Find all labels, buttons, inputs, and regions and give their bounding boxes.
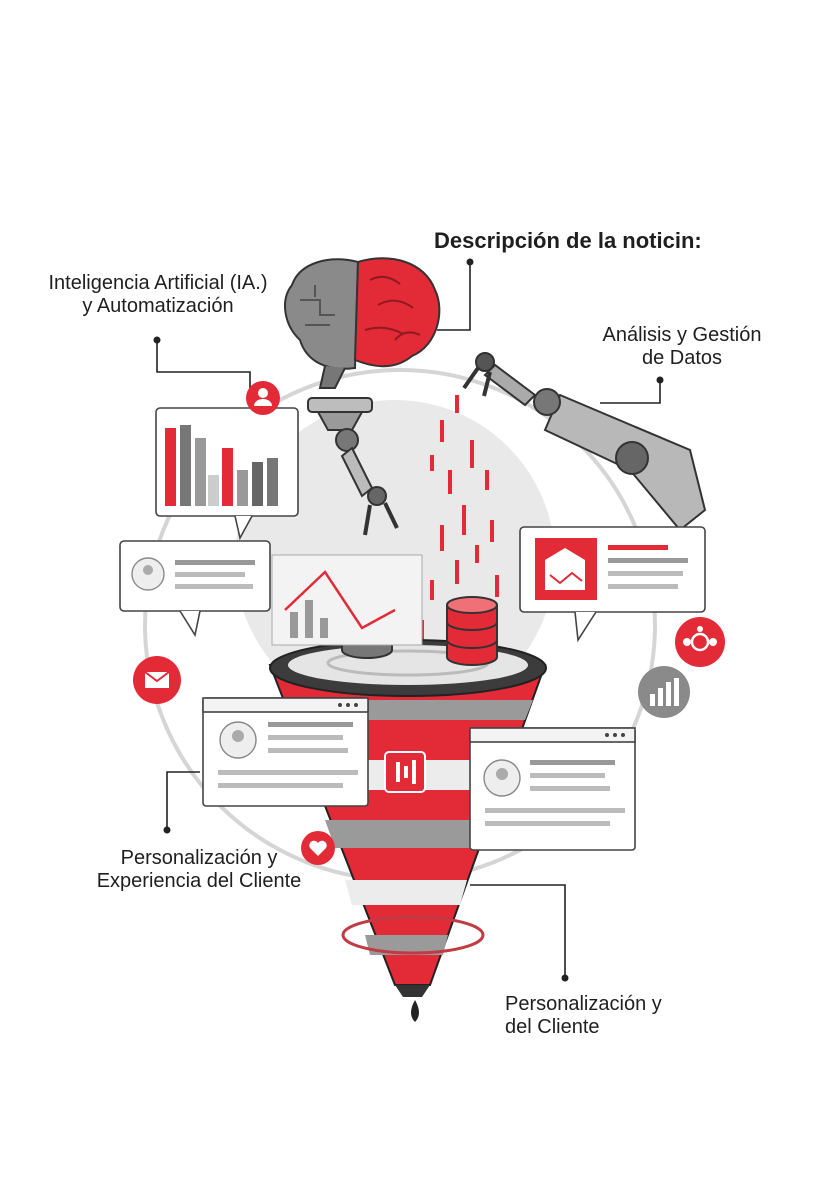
- robot-arm-icon: [462, 352, 707, 532]
- heart-icon: [301, 831, 335, 865]
- label-ia-line-2: y Automatización: [82, 295, 234, 317]
- network-icon: [675, 617, 725, 667]
- bar-chart-card: [155, 407, 299, 541]
- line-chart-card: [271, 554, 423, 646]
- label-personalizacion-1: Personalización y Experiencia del Client…: [74, 847, 324, 893]
- label-ia: Inteligencia Artificial (IA.) y Automati…: [28, 272, 288, 318]
- analysis-card-right: [519, 526, 706, 643]
- label-personalizacion-2: Personalización y del Cliente: [505, 993, 705, 1039]
- label-pers1-line-2: Experiencia del Cliente: [96, 870, 302, 892]
- page-title: Descripción de la noticin:: [434, 228, 702, 253]
- profile-card-left: [119, 540, 271, 638]
- brain-icon: [284, 257, 441, 389]
- database-red-icon: [446, 596, 498, 666]
- mail-icon: [133, 656, 181, 704]
- label-ia-line-1: Inteligencia Artificial (IA.): [48, 272, 268, 294]
- browser-card-left: [202, 697, 369, 807]
- audio-bars-icon: [396, 760, 416, 784]
- label-datos-line-1: Análisis y Gestión: [602, 324, 762, 346]
- robot-arm-left: [307, 397, 399, 536]
- label-pers2-line-2: del Cliente: [505, 1016, 600, 1038]
- label-datos-line-2: de Datos: [641, 347, 723, 369]
- connector-lines: [156, 262, 661, 978]
- bar-chart-icon: [638, 666, 690, 718]
- label-pers2-line-1: Personalización y: [505, 993, 662, 1015]
- label-datos: Análisis y Gestión de Datos: [582, 324, 782, 370]
- label-pers1-line-1: Personalización y: [120, 847, 278, 869]
- user-icon: [246, 381, 280, 415]
- browser-card-right: [469, 727, 636, 851]
